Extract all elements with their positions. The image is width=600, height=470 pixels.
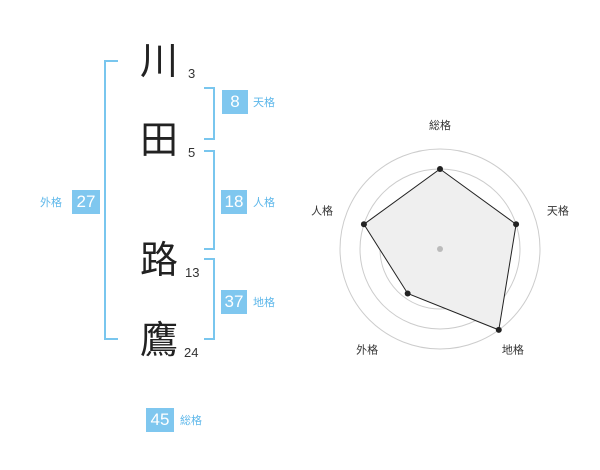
radar-axis-label: 地格 bbox=[502, 342, 524, 356]
soukaku-label: 総格 bbox=[180, 414, 202, 427]
radar-point bbox=[404, 290, 411, 297]
jinkaku-bracket bbox=[204, 150, 215, 250]
chikaku-label: 地格 bbox=[253, 296, 275, 309]
stroke-count-3: 13 bbox=[185, 265, 200, 280]
stroke-count-1: 3 bbox=[188, 66, 196, 81]
gaikaku-bracket bbox=[104, 60, 118, 340]
gaikaku-label: 外格 bbox=[40, 196, 62, 209]
radar-point bbox=[437, 166, 443, 172]
name-char-1: 川 bbox=[140, 39, 179, 83]
radar-axis-label: 総格 bbox=[429, 118, 451, 132]
radar-axis-label: 天格 bbox=[547, 204, 569, 218]
radar-axis-label: 人格 bbox=[311, 204, 333, 218]
stroke-count-4: 24 bbox=[184, 345, 199, 360]
gaikaku-score: 27 bbox=[72, 190, 100, 214]
radar-axis-label: 外格 bbox=[356, 342, 378, 356]
radar-point bbox=[495, 326, 502, 333]
tenkaku-score: 8 bbox=[222, 90, 248, 114]
radar-ring bbox=[339, 148, 541, 350]
radar-point bbox=[360, 221, 367, 228]
soukaku-score: 45 bbox=[146, 408, 174, 432]
name-char-3: 路 bbox=[140, 238, 179, 282]
jinkaku-score: 18 bbox=[221, 190, 247, 214]
name-char-2: 田 bbox=[140, 118, 179, 162]
name-char-4: 鷹 bbox=[140, 318, 179, 362]
tenkaku-label: 天格 bbox=[253, 96, 275, 109]
jinkaku-label: 人格 bbox=[253, 196, 275, 209]
radar-center-dot bbox=[437, 246, 443, 252]
radar-point bbox=[513, 221, 520, 228]
stroke-count-2: 5 bbox=[188, 145, 196, 160]
chikaku-score: 37 bbox=[221, 290, 247, 314]
tenkaku-bracket bbox=[204, 87, 215, 140]
chikaku-bracket bbox=[204, 258, 215, 340]
